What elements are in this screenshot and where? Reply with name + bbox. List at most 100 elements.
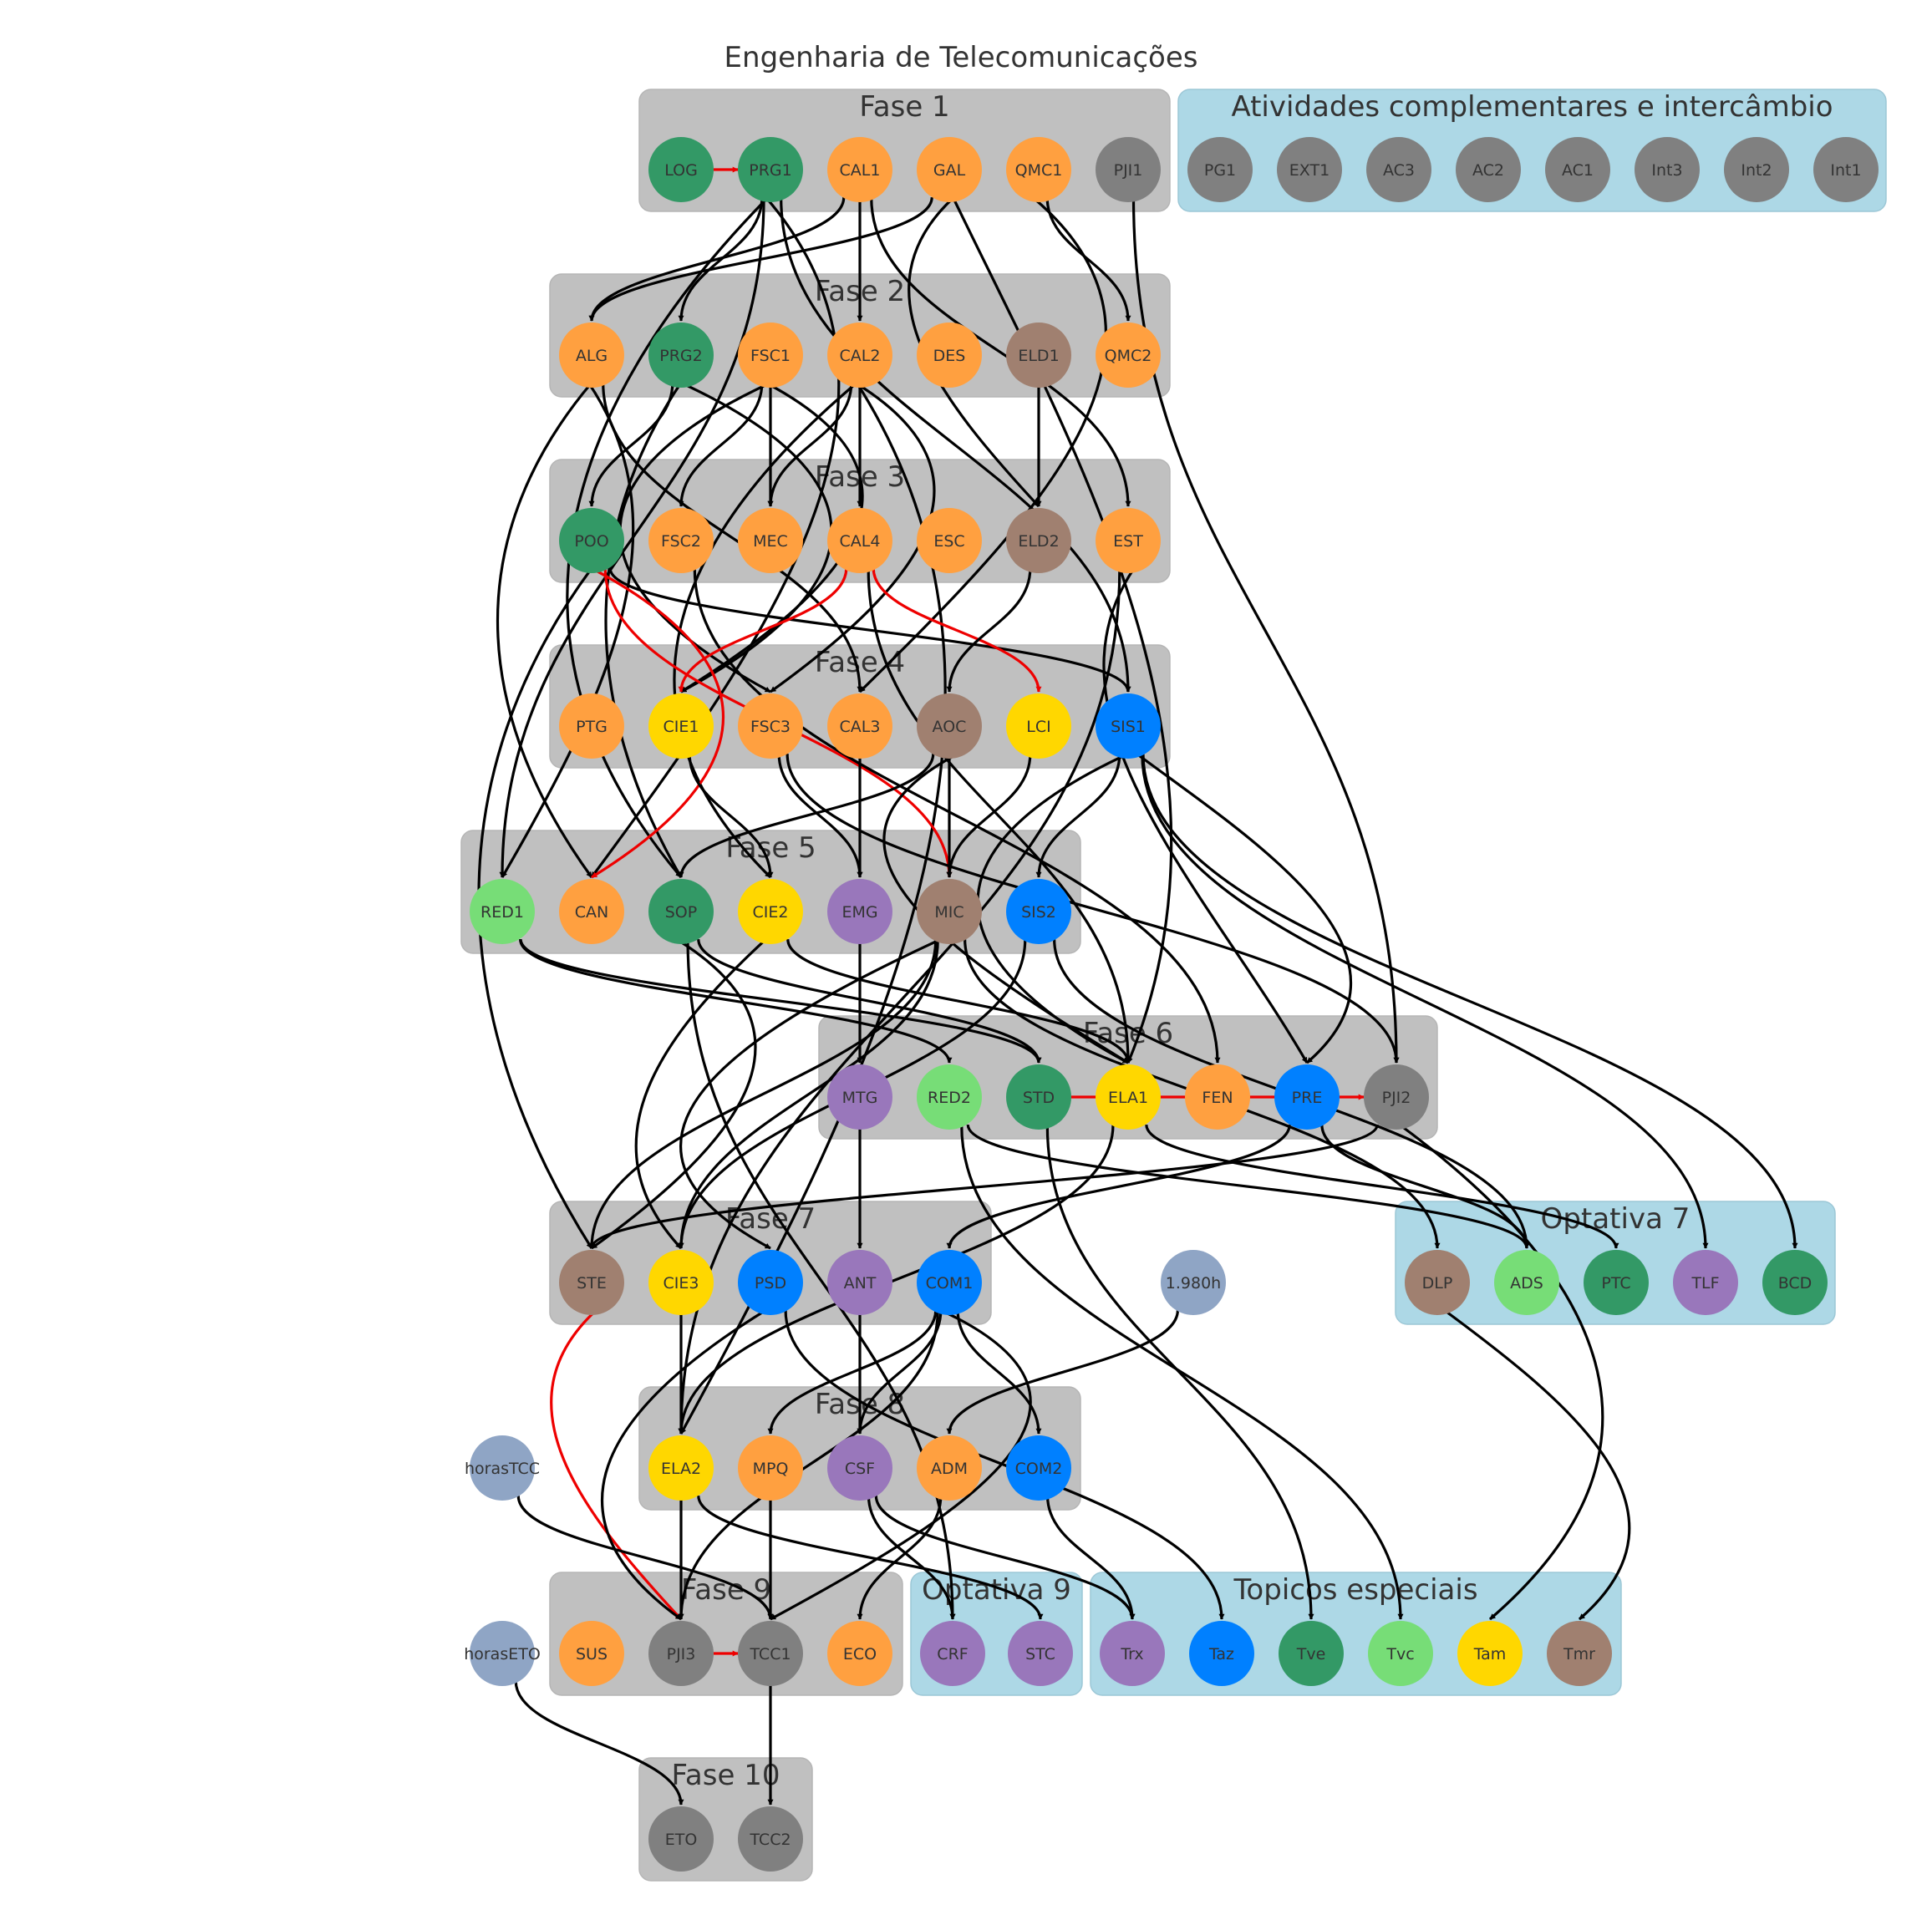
node-circle (1457, 1621, 1523, 1686)
edge-sis1-to-pre (1136, 752, 1352, 1064)
node-label: PTC (1601, 1274, 1630, 1293)
edge-prg1-to-can (590, 196, 841, 878)
node-circle (1366, 137, 1431, 202)
node-ac3: AC3 (1366, 137, 1431, 202)
node-mtg: MTG (827, 1064, 892, 1130)
edge-sop-to-crf (686, 939, 956, 1620)
edge-sis1-to-tlf (1141, 754, 1709, 1249)
edge-h1980-to-adm (946, 1310, 1179, 1435)
node-circle (648, 323, 714, 388)
node-std: STD (1006, 1064, 1071, 1130)
edge-red2-to-ads (966, 1124, 1530, 1249)
node-int3: Int3 (1635, 137, 1700, 202)
node-label: ELD2 (1018, 532, 1059, 551)
node-label: EST (1113, 532, 1143, 551)
edge-com1-to-tcc1 (770, 1308, 1032, 1621)
node-circle (738, 1435, 803, 1501)
edge-poo-to-can (591, 566, 724, 879)
node-eto: ETO (648, 1806, 714, 1872)
node-circle (1100, 1621, 1165, 1686)
node-circle (1545, 137, 1610, 202)
node-cal3: CAL3 (827, 693, 892, 759)
node-red2: RED2 (917, 1064, 982, 1130)
node-label: TLF (1690, 1274, 1719, 1293)
node-esc: ESC (917, 508, 982, 573)
node-label: EXT1 (1289, 161, 1330, 180)
node-ac1: AC1 (1545, 137, 1610, 202)
node-tvc: Tvc (1368, 1621, 1433, 1686)
node-ela2: ELA2 (648, 1435, 714, 1501)
edge-fsc1-to-fsc2 (678, 383, 764, 507)
node-label: GAL (933, 161, 966, 180)
node-qmc2: QMC2 (1096, 323, 1161, 388)
node-circle (1762, 1250, 1828, 1315)
node-label: CIE2 (753, 903, 789, 922)
edge-ste-to-pji3 (550, 1308, 683, 1621)
node-label: SOP (665, 903, 697, 922)
edge-cal4-to-cie1 (678, 568, 848, 693)
node-circle (648, 1806, 714, 1872)
node-gal: GAL (917, 137, 982, 202)
cluster-box (549, 1572, 903, 1696)
node-can: CAN (559, 879, 624, 944)
node-circle (827, 1064, 892, 1130)
edge-prg1-to-sis1 (780, 197, 1131, 693)
node-circle (827, 1621, 892, 1686)
cluster-label: Fase 10 (672, 1759, 780, 1792)
node-label: PG1 (1204, 161, 1236, 180)
node-circle (827, 879, 892, 944)
node-tmr: Tmr (1547, 1621, 1612, 1686)
node-circle (648, 508, 714, 573)
node-label: CIE1 (663, 718, 699, 736)
node-taz: Taz (1189, 1621, 1254, 1686)
node-circle (1006, 508, 1071, 573)
edge-fsc2-to-fen (693, 568, 1221, 1064)
node-circle (1008, 1621, 1073, 1686)
node-eld1: ELD1 (1006, 323, 1071, 388)
edge-fsc3-to-emg (777, 754, 863, 878)
node-dlp: DLP (1405, 1250, 1470, 1315)
node-label: MEC (753, 532, 788, 551)
node-ela1: ELA1 (1096, 1064, 1161, 1130)
node-prg1: PRG1 (738, 137, 803, 202)
node-circle (1096, 137, 1161, 202)
node-label: ELA2 (661, 1460, 701, 1478)
node-ads: ADS (1494, 1250, 1559, 1315)
node-ptg: PTG (559, 693, 624, 759)
node-label: FSC2 (661, 532, 701, 551)
node-label: CIE3 (663, 1274, 699, 1293)
node-fsc1: FSC1 (738, 323, 803, 388)
edge-lci-to-mic (946, 754, 1032, 878)
edge-dlp-to-tmr (1443, 1308, 1631, 1621)
edge-aoc-to-sop (678, 754, 935, 878)
node-circle (917, 323, 982, 388)
cluster-box (1177, 89, 1887, 212)
node-circle (1277, 137, 1342, 202)
edge-mic-to-psd (679, 937, 942, 1250)
cluster-label: Optativa 9 (922, 1573, 1071, 1607)
node-circle (738, 1806, 803, 1872)
node-circle (1456, 137, 1521, 202)
node-label: DLP (1422, 1274, 1453, 1293)
node-crf: CRF (920, 1621, 985, 1686)
edge-pji2-to-ste (588, 1124, 1379, 1249)
edge-cie2-to-ela1 (786, 938, 1131, 1064)
node-label: MPQ (753, 1460, 789, 1478)
node-label: ELD1 (1018, 347, 1059, 365)
diagram-title: Engenharia de Telecomunicações (724, 41, 1198, 74)
edge-red2-to-tvc (960, 1125, 1404, 1620)
node-label: FSC3 (750, 718, 791, 736)
node-cal1: CAL1 (827, 137, 892, 202)
edge-cie1-to-cie2 (688, 754, 774, 878)
edge-sop-to-std (697, 938, 1042, 1064)
node-label: TCC1 (749, 1645, 791, 1663)
node-label: AC2 (1472, 161, 1504, 180)
node-int1: Int1 (1813, 137, 1879, 202)
node-horaseto: horasETO (464, 1621, 541, 1686)
node-ac2: AC2 (1456, 137, 1521, 202)
node-qmc1: QMC1 (1006, 137, 1071, 202)
node-horastcc: horasTCC (465, 1435, 540, 1501)
edge-ela1-to-ptc (1145, 1124, 1619, 1249)
node-label: CRF (937, 1645, 968, 1663)
node-h1980: 1.980h (1161, 1250, 1226, 1315)
